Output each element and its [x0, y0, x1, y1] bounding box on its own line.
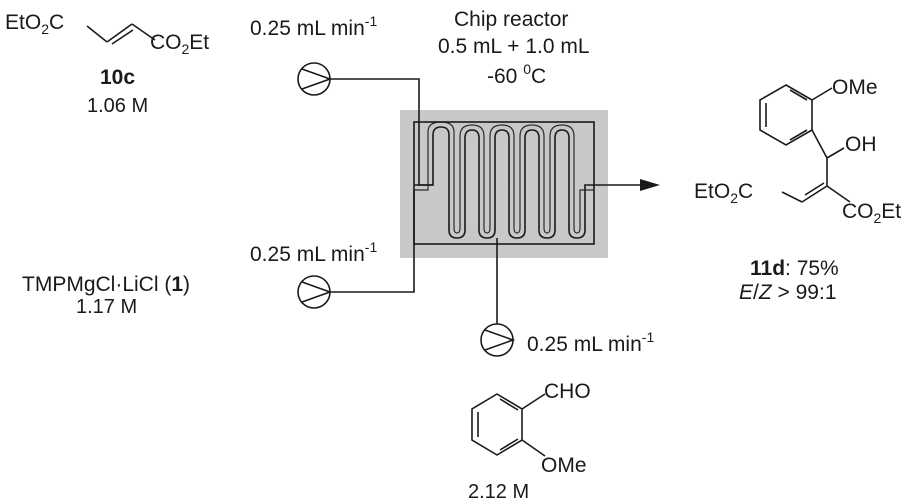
aldehyde-ome: OMe: [541, 454, 587, 477]
product-ez-ratio: E/Z > 99:1: [739, 281, 837, 304]
product-oh: OH: [845, 133, 877, 156]
chip-reactor-frame: [413, 121, 595, 245]
reactor-volumes: 0.5 mL + 1.0 mL: [438, 35, 590, 58]
reagent-1-concentration: 1.17 M: [76, 296, 138, 318]
reactant-10c-eto2c: EtO2C: [5, 11, 65, 37]
aldehyde-concentration: 2.12 M: [468, 481, 530, 503]
product-eto2c: EtO2C: [694, 180, 754, 206]
reactor-serpentine-channel-inner: [414, 121, 594, 234]
tubing-line-middle: [330, 190, 415, 293]
reactant-10c-concentration: 1.06 M: [87, 95, 149, 117]
tubing-line-top: [330, 78, 433, 186]
pump-bottom-icon: [480, 323, 516, 357]
reactor-serpentine-channel: [414, 126, 594, 239]
flow-rate-top: 0.25 mL min-1: [250, 13, 378, 40]
product-co2et: CO2Et: [842, 200, 902, 226]
flow-rate-middle: 0.25 mL min-1: [250, 239, 378, 266]
reactant-10c-co2et: CO2Et: [150, 31, 210, 57]
aldehyde-cho: CHO: [544, 380, 591, 403]
reactor-temperature: -60 0C: [487, 61, 547, 88]
outlet-arrow-icon: [594, 179, 660, 191]
pump-middle-icon: [297, 275, 333, 309]
pump-top-icon: [297, 62, 333, 96]
reagent-1-name: TMPMgCl·LiCl (1): [22, 273, 191, 296]
fumarate-skeleton: [86, 23, 156, 45]
chip-reactor-body: [400, 110, 608, 258]
reactant-10c-label: 10c: [100, 66, 136, 89]
reactor-title: Chip reactor: [454, 8, 569, 31]
flow-rate-bottom: 0.25 mL min-1: [527, 329, 655, 356]
product-skeleton: [759, 84, 851, 203]
product-yield: 11d: 75%: [750, 257, 839, 280]
product-ome: OMe: [832, 76, 878, 99]
aldehyde-benzene-ring: [471, 393, 546, 457]
